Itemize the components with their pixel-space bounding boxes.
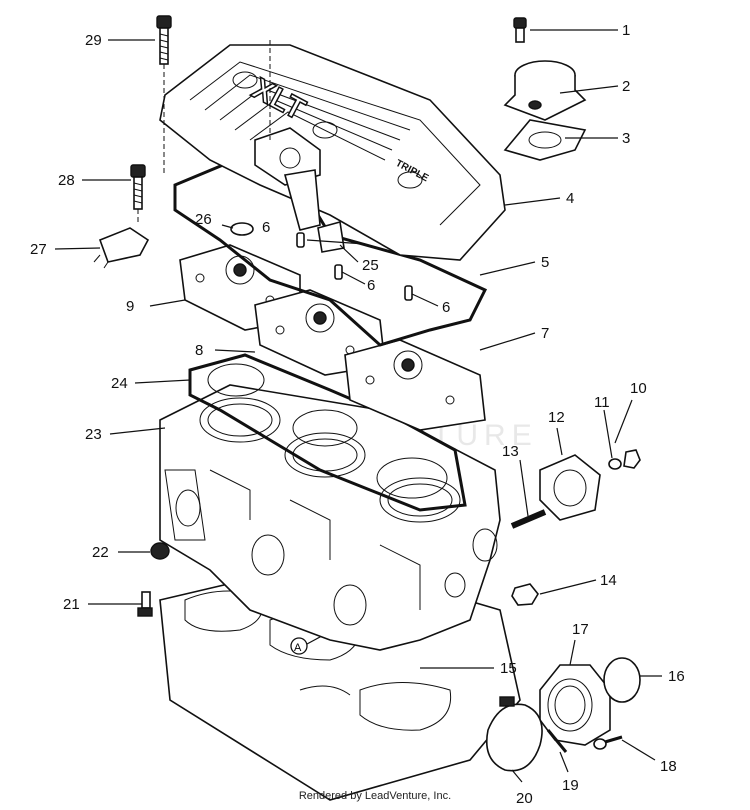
nut-14: [511, 583, 539, 606]
callout-26: 26: [195, 211, 212, 228]
cylinder-head-cover: XLT TRIPLE: [159, 44, 506, 261]
bolt-28: [130, 164, 146, 210]
outlet-gasket: [503, 119, 587, 161]
clamp-20: [486, 696, 543, 772]
callout-6-right: 6: [442, 299, 450, 316]
svg-text:A: A: [294, 642, 302, 654]
callout-labels: 29 1 2 3 4 5 6 6 6 7 8 9 10 11 12 13 14 …: [30, 22, 685, 807]
callout-2: 2: [622, 78, 630, 95]
callout-27: 27: [30, 241, 47, 258]
callout-9: 9: [126, 298, 134, 315]
footer-credit: Rendered by LeadVenture, Inc.: [298, 790, 452, 802]
callout-18: 18: [660, 758, 677, 775]
callout-6-upper: 6: [262, 219, 270, 236]
seal-22: [150, 542, 170, 560]
callout-1: 1: [622, 22, 630, 39]
callout-5: 5: [541, 254, 549, 271]
callout-7: 7: [541, 325, 549, 342]
callout-16: 16: [668, 668, 685, 685]
callout-28: 28: [58, 172, 75, 189]
flange-12: [539, 454, 601, 521]
callout-21: 21: [63, 596, 80, 613]
callout-4: 4: [566, 190, 574, 207]
callout-11: 11: [594, 394, 610, 411]
bolt-1: [513, 17, 527, 43]
callout-13: 13: [502, 443, 519, 460]
callout-20: 20: [516, 790, 533, 807]
temperature-sensor: [93, 227, 150, 269]
bolt-29: [156, 15, 172, 65]
callout-3: 3: [622, 130, 630, 147]
callout-15: 15: [500, 660, 517, 677]
washer-11: [608, 458, 622, 470]
leader-lines: [54, 29, 662, 783]
callout-12: 12: [548, 409, 565, 426]
fitting-25: [317, 220, 345, 253]
stud-13: [510, 509, 547, 529]
callout-8: 8: [195, 342, 203, 359]
callout-25: 25: [362, 257, 379, 274]
dowel-pin-1: [296, 232, 305, 248]
dowel-pin-3: [404, 285, 413, 301]
callout-29: 29: [85, 32, 102, 49]
callout-17: 17: [572, 621, 589, 638]
callout-23: 23: [85, 426, 102, 443]
dowel-pin-2: [334, 264, 343, 280]
callout-14: 14: [600, 572, 617, 589]
water-outlet-housing: [503, 60, 587, 121]
callout-6-middle: 6: [367, 277, 375, 294]
head-gasket: [188, 353, 467, 512]
callout-19: 19: [562, 777, 579, 794]
nut-10: [623, 449, 641, 469]
callout-10: 10: [630, 380, 647, 397]
cylinder-block: [159, 384, 501, 651]
callout-22: 22: [92, 544, 109, 561]
screw-18: [593, 735, 623, 750]
plug-21: [137, 591, 153, 617]
cylinder-head-right: [344, 339, 486, 431]
callout-24: 24: [111, 375, 128, 392]
screw-19: [546, 729, 568, 753]
o-ring-26: [230, 222, 254, 236]
o-ring-16: [603, 657, 641, 703]
